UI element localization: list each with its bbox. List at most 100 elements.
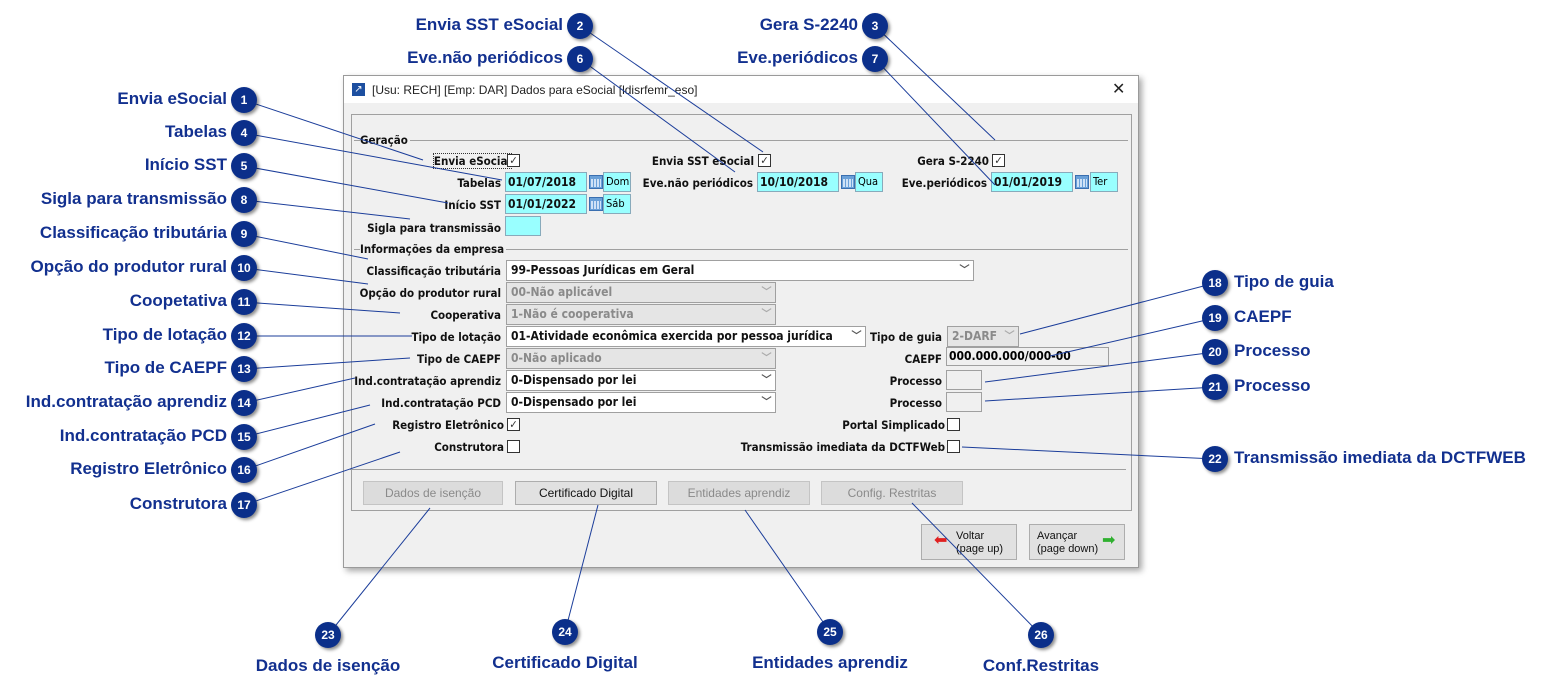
tipo-lotacao-select[interactable]: 01-Atividade econômica exercida por pess…	[506, 326, 866, 347]
arrow-left-icon: ⬅	[934, 532, 948, 549]
callout-label: Ind.contratação aprendiz	[25, 392, 227, 411]
callout-number: 1	[231, 87, 257, 113]
calendar-icon[interactable]	[841, 175, 855, 189]
inicio-sst-weekday: Sáb	[603, 194, 631, 214]
gera-s2240-checkbox[interactable]: ✓	[992, 154, 1005, 167]
app-icon: ↗	[352, 83, 365, 96]
callout-number: 3	[862, 13, 888, 39]
inicio-sst-date-input[interactable]: 01/01/2022	[505, 194, 587, 214]
callout-label: Opção do produtor rural	[30, 257, 227, 276]
callout-number: 8	[231, 187, 257, 213]
eve-nao-periodicos-label: Eve.não periódicos	[642, 176, 753, 190]
aprendiz-select[interactable]: 0-Dispensado por lei ﹀	[506, 370, 776, 391]
group-informacoes-empresa: Informações da empresa	[360, 242, 507, 256]
callout-label: Ind.contratação PCD	[59, 426, 227, 445]
registro-label: Registro Eletrônico	[392, 418, 504, 432]
callout-label: Conf.Restritas	[982, 656, 1100, 675]
aprendiz-label: Ind.contratação aprendiz	[354, 374, 501, 388]
callout-label: Envia eSocial	[117, 89, 227, 108]
entidades-aprendiz-button[interactable]: Entidades aprendiz	[668, 481, 810, 505]
tipo-lotacao-label: Tipo de lotação	[411, 330, 501, 344]
avancar-hint: (page down)	[1037, 543, 1099, 555]
classificacao-label: Classificação tributária	[366, 264, 501, 278]
portal-checkbox[interactable]	[947, 418, 960, 431]
callout-number: 16	[231, 457, 257, 483]
callout-label: Eve.periódicos	[737, 48, 858, 67]
classificacao-select[interactable]: 99-Pessoas Jurídicas em Geral﹀	[506, 260, 974, 281]
eve-nao-periodicos-date-input[interactable]: 10/10/2018	[757, 172, 839, 192]
chevron-down-icon: ﹀	[761, 353, 772, 364]
calendar-icon[interactable]	[1075, 175, 1089, 189]
dctfweb-checkbox[interactable]	[947, 440, 960, 453]
construtora-label: Construtora	[434, 440, 504, 454]
selected-value: 1-Não é cooperativa	[511, 307, 634, 321]
registro-checkbox[interactable]: ✓	[507, 418, 520, 431]
selected-value: 2-DARF	[952, 329, 998, 343]
callout-label: Processo	[1234, 341, 1311, 360]
tipo-caepf-select[interactable]: 0-Não aplicado﹀	[506, 348, 776, 369]
chevron-down-icon: ﹀	[761, 287, 772, 298]
tipo-caepf-label: Tipo de CAEPF	[416, 352, 501, 366]
avancar-button[interactable]: Avançar (page down) ➡	[1029, 524, 1125, 560]
callout-number: 22	[1202, 446, 1228, 472]
tabelas-weekday: Dom	[603, 172, 631, 192]
callout-label: Tipo de CAEPF	[104, 358, 227, 377]
selected-value: 01-Atividade econômica exercida por pess…	[511, 329, 833, 343]
selected-value: 0-Dispensado por lei	[511, 373, 637, 387]
callout-number: 6	[567, 46, 593, 72]
tabelas-date-input[interactable]: 01/07/2018	[505, 172, 587, 192]
envia-sst-label: Envia SST eSocial	[651, 154, 754, 168]
window-title: [Usu: RECH] [Emp: DAR] Dados para eSocia…	[372, 83, 698, 97]
processo-input-2[interactable]	[946, 392, 982, 412]
callout-number: 9	[231, 221, 257, 247]
close-icon[interactable]: ✕	[1112, 81, 1126, 98]
certificado-digital-button[interactable]: Certificado Digital	[515, 481, 657, 505]
callout-label: Tabelas	[164, 122, 227, 141]
eve-periodicos-date-input[interactable]: 01/01/2019	[991, 172, 1073, 192]
envia-sst-checkbox[interactable]: ✓	[758, 154, 771, 167]
callout-number: 25	[817, 619, 843, 645]
callout-label: Transmissão imediata da DCTFWEB	[1234, 448, 1526, 467]
sigla-input[interactable]	[505, 216, 541, 236]
callout-label: Registro Eletrônico	[70, 459, 227, 478]
produtor-rural-select[interactable]: 00-Não aplicável﹀	[506, 282, 776, 303]
cooperativa-label: Cooperativa	[430, 308, 501, 322]
cooperativa-select[interactable]: 1-Não é cooperativa﹀	[506, 304, 776, 325]
inicio-sst-label: Início SST	[444, 198, 501, 212]
callout-label: Dados de isenção	[255, 656, 401, 675]
pcd-select[interactable]: 0-Dispensado por lei﹀	[506, 392, 776, 413]
callout-number: 14	[231, 390, 257, 416]
pcd-label: Ind.contratação PCD	[381, 396, 501, 410]
dados-isencao-button[interactable]: Dados de isenção	[363, 481, 503, 505]
envia-esocial-checkbox[interactable]: ✓	[507, 154, 520, 167]
callout-label: Tipo de lotação	[102, 325, 227, 344]
esocial-dialog: ↗ [Usu: RECH] [Emp: DAR] Dados para eSoc…	[343, 75, 1139, 568]
produtor-rural-label: Opção do produtor rural	[359, 286, 501, 300]
tipo-guia-select[interactable]: 2-DARF ﹀	[947, 326, 1019, 347]
voltar-label: Voltar	[956, 530, 985, 542]
chevron-down-icon: ﹀	[761, 375, 772, 386]
callout-number: 5	[231, 153, 257, 179]
callout-number: 24	[552, 619, 578, 645]
construtora-checkbox[interactable]	[507, 440, 520, 453]
callout-label: Coopetativa	[129, 291, 227, 310]
sigla-label: Sigla para transmissão	[367, 221, 501, 235]
calendar-icon[interactable]	[589, 197, 603, 211]
dctfweb-label: Transmissão imediata da DCTFWeb	[740, 440, 945, 454]
chevron-down-icon: ﹀	[1004, 331, 1015, 342]
callout-label: Classificação tributária	[39, 223, 227, 242]
processo-input-1[interactable]	[946, 370, 982, 390]
callout-number: 26	[1028, 622, 1054, 648]
callout-number: 4	[231, 120, 257, 146]
callout-label: Sigla para transmissão	[40, 189, 227, 208]
voltar-button[interactable]: ⬅ Voltar (page up)	[921, 524, 1017, 560]
config-restritas-button[interactable]: Config. Restritas	[821, 481, 963, 505]
selected-value: 99-Pessoas Jurídicas em Geral	[511, 263, 695, 277]
callout-number: 12	[231, 323, 257, 349]
caepf-input[interactable]: 000.000.000/000-00	[946, 347, 1109, 366]
portal-label: Portal Simplicado	[842, 418, 945, 432]
callout-label: Gera S-2240	[759, 15, 858, 34]
selected-value: 0-Dispensado por lei	[511, 395, 637, 409]
gera-s2240-label: Gera S-2240	[917, 154, 989, 168]
calendar-icon[interactable]	[589, 175, 603, 189]
